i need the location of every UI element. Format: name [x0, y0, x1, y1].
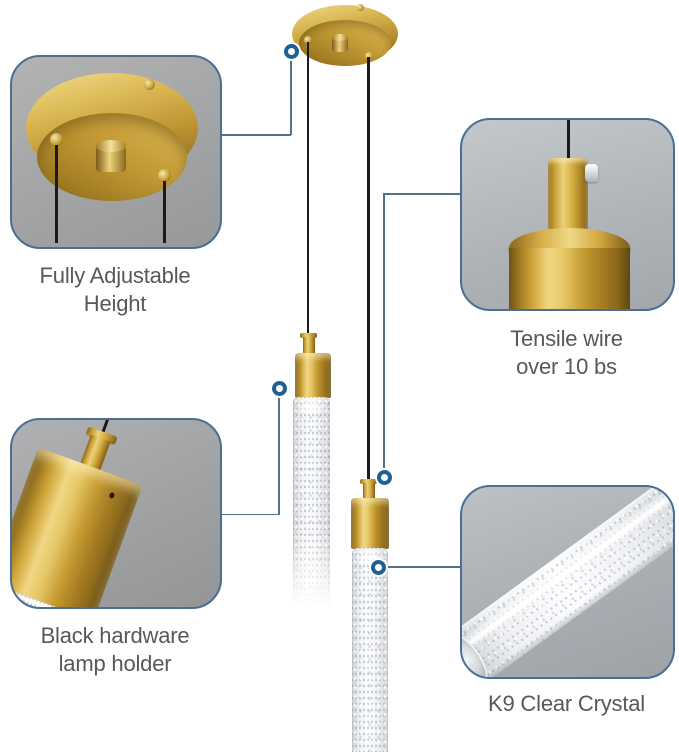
canopy-screw-top — [357, 4, 364, 11]
ceiling-canopy — [292, 4, 398, 68]
callout-marker-canopy-icon — [283, 43, 299, 59]
caption-line: lamp holder — [58, 651, 172, 676]
callout-line-holder-vertical — [278, 395, 280, 515]
inset-k9-crystal — [460, 485, 675, 679]
inset-canopy-photo — [26, 73, 200, 243]
caption-line: K9 Clear Crystal — [488, 691, 645, 716]
canopy-screw-right — [158, 169, 171, 182]
callout-marker-holder-icon — [271, 380, 287, 396]
caption-k9-crystal: K9 Clear Crystal — [458, 690, 675, 718]
inset-holder-socket — [12, 447, 143, 607]
suspension-wire-left — [306, 42, 309, 334]
caption-line: over 10 bs — [516, 354, 617, 379]
inset-crystal-photo — [462, 487, 673, 677]
inset-socket-body — [509, 248, 630, 309]
callout-line-crystal-horizontal — [385, 566, 460, 568]
caption-line: Height — [83, 291, 147, 316]
callout-line-canopy-horizontal — [220, 134, 291, 136]
pendant-left-socket — [295, 353, 331, 398]
canopy-stem-top — [96, 140, 126, 152]
pendant-right-socket — [351, 498, 389, 549]
pendant-right-nipple — [362, 483, 375, 499]
pendant-left-nipple-rim — [300, 333, 317, 338]
inset-pendant-wire — [567, 120, 570, 164]
caption-lamp-holder: Black hardware lamp holder — [6, 622, 224, 678]
inset-wire-right — [163, 181, 166, 243]
canopy-screw-top — [144, 79, 155, 90]
inset-wire-left — [55, 145, 58, 243]
pendant-left-nipple — [302, 337, 315, 354]
suspension-wire-right — [367, 57, 370, 480]
canopy-screw-left — [304, 36, 312, 44]
canopy-screw-left — [50, 133, 63, 146]
caption-line: Black hardware — [40, 623, 190, 648]
callout-line-canopy-vertical — [290, 58, 292, 135]
crystal-tube — [462, 487, 673, 677]
callout-line-holder-horizontal — [220, 513, 279, 515]
crystal-highlight-stripe — [462, 487, 673, 661]
inset-lamp-holder — [10, 418, 222, 609]
canopy-screw-right — [365, 52, 373, 60]
inset-holder-photo — [12, 420, 173, 607]
callout-line-tensile-vertical — [383, 193, 385, 470]
caption-adjustable-height: Fully Adjustable Height — [8, 262, 222, 318]
callout-marker-crystal-icon — [370, 559, 386, 575]
callout-marker-tensile-icon — [376, 469, 392, 485]
pendant-right-nipple-rim — [360, 479, 377, 484]
inset-set-screw — [585, 164, 598, 182]
caption-tensile-wire: Tensile wire over 10 bs — [458, 325, 675, 381]
caption-line: Tensile wire — [510, 326, 623, 351]
inset-tensile-wire — [460, 118, 675, 311]
canopy-stem — [332, 37, 348, 52]
pendant-left-crystal — [290, 397, 332, 613]
pendant-right-crystal — [352, 548, 388, 752]
caption-line: Fully Adjustable — [39, 263, 191, 288]
inset-adjustable-height — [10, 55, 222, 249]
canopy-stem-top — [332, 34, 348, 41]
callout-line-tensile-horizontal — [384, 193, 460, 195]
crystal-glow — [295, 399, 327, 415]
